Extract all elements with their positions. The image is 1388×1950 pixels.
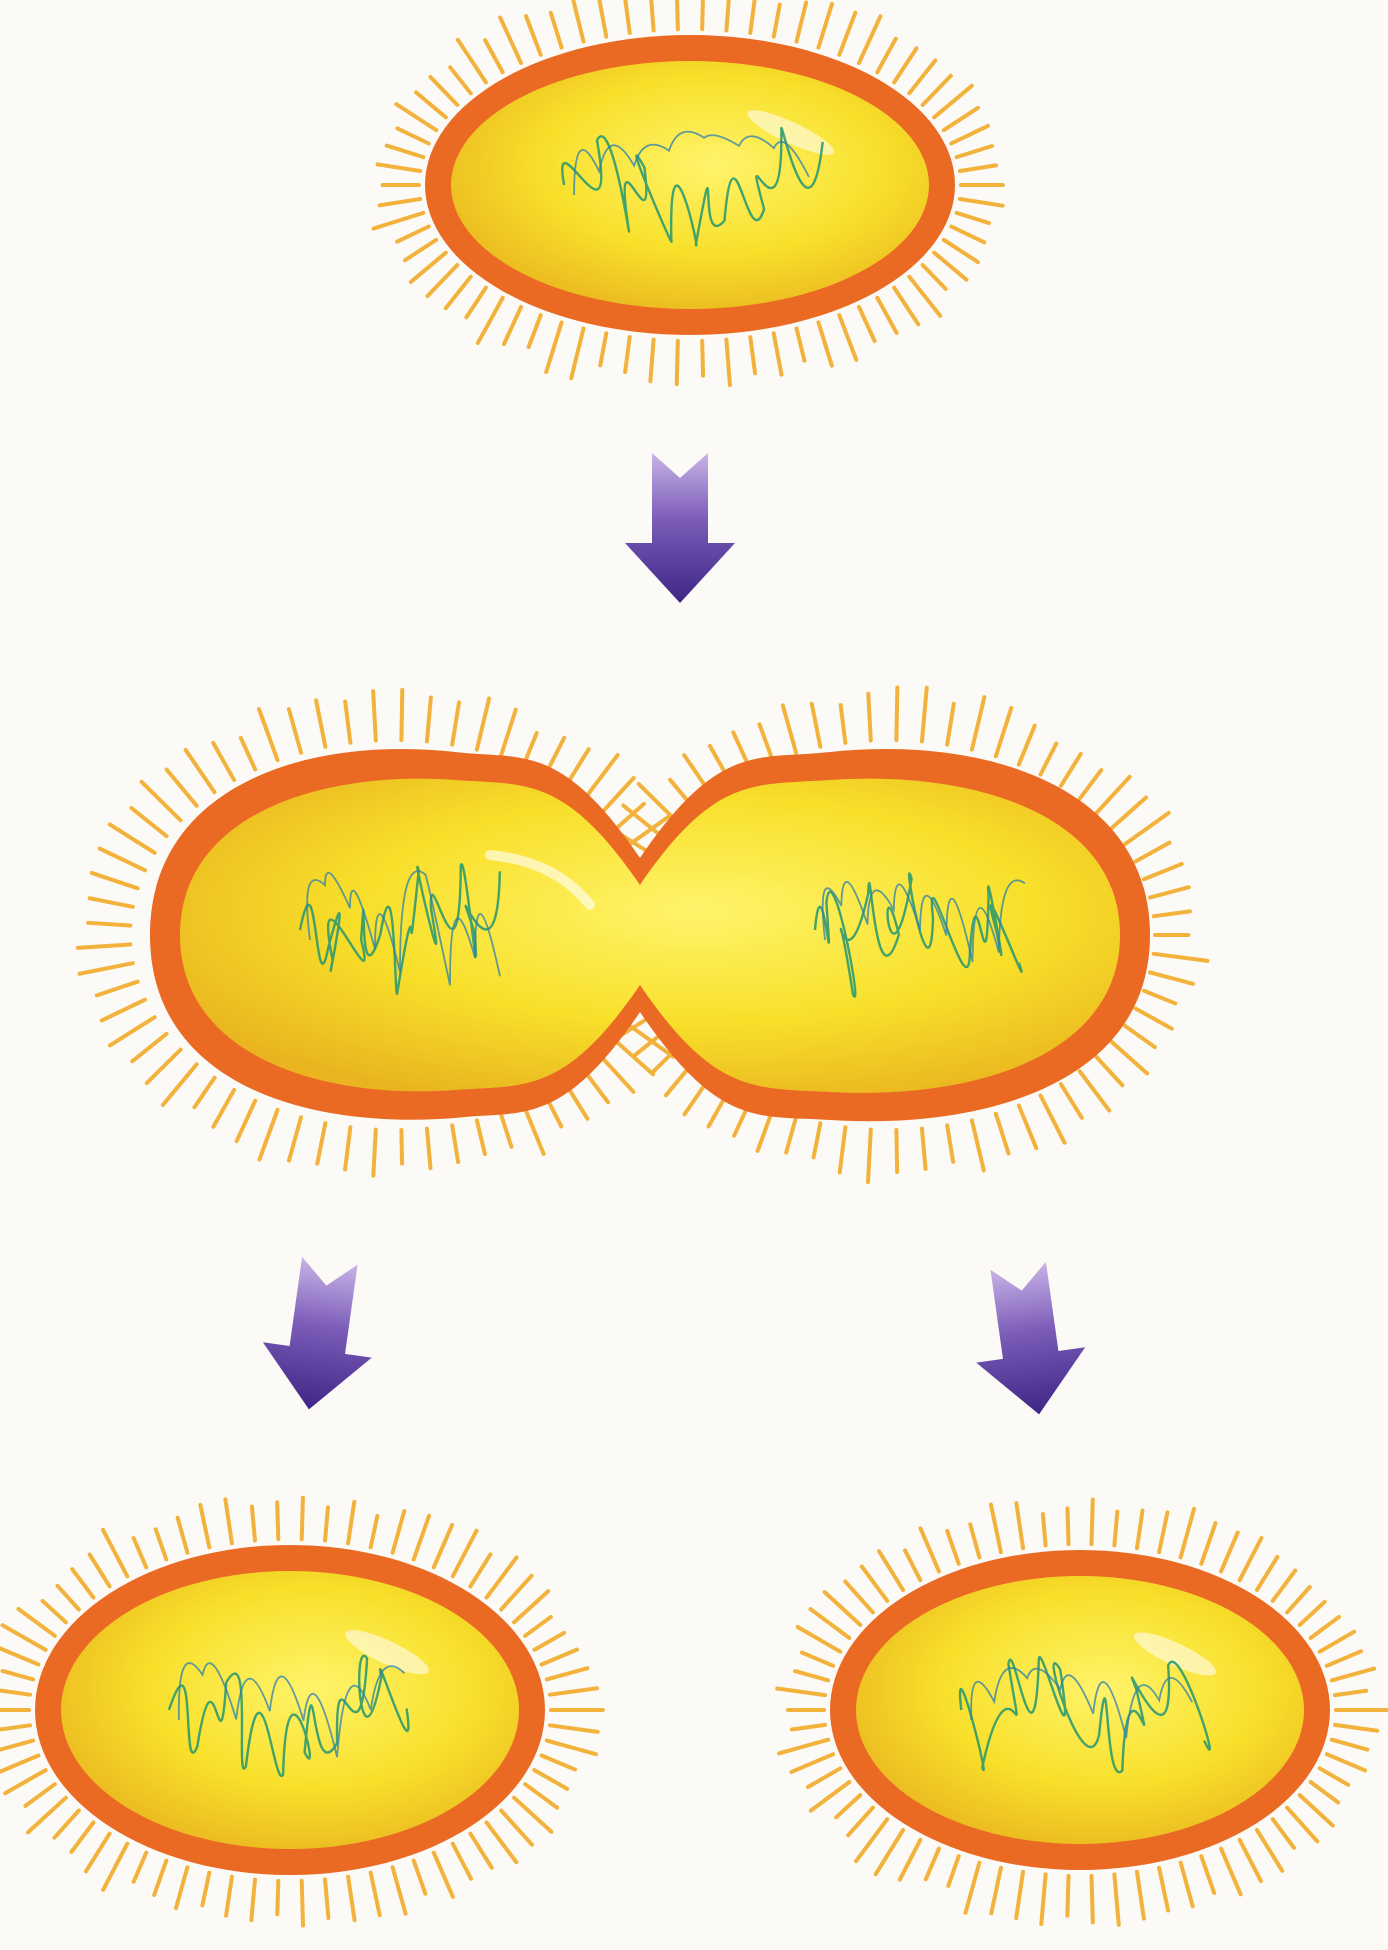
cytoplasm xyxy=(451,61,929,309)
arrow-down-left xyxy=(254,1253,384,1417)
daughter-cell-left xyxy=(0,1498,603,1926)
cytoplasm xyxy=(856,1576,1304,1844)
parent-cell xyxy=(374,0,1003,385)
arrow-down-1 xyxy=(625,453,735,603)
dividing-cell xyxy=(78,688,1207,1183)
arrow-down-right xyxy=(964,1258,1094,1422)
cytoplasm xyxy=(61,1571,519,1849)
daughter-cell-right xyxy=(777,1500,1386,1925)
